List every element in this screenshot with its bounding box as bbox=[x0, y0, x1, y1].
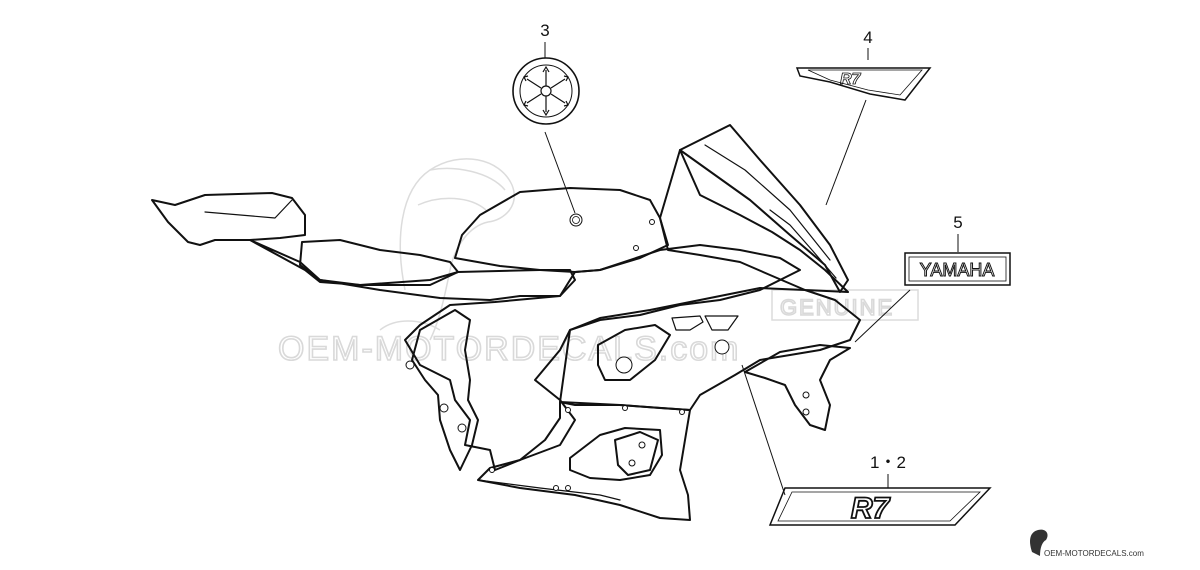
lower-cowl bbox=[477, 401, 691, 521]
yamaha-decal-text: YAMAHA bbox=[920, 260, 995, 280]
windscreen-inner-line bbox=[704, 144, 831, 261]
tank-bolt-hole bbox=[633, 245, 639, 251]
footer-watermark-text: OEM-MOTORDECALS.com bbox=[1044, 549, 1144, 558]
r7-side-decal-outer bbox=[768, 487, 992, 526]
emblem-outer-ring bbox=[512, 57, 580, 125]
leader-4 bbox=[825, 99, 867, 206]
motorcycle-fairing-outline bbox=[151, 124, 861, 521]
upper-front-cowl bbox=[659, 149, 849, 293]
callout-5: 5 bbox=[953, 213, 962, 232]
leader-lines bbox=[544, 99, 911, 496]
callout-1-2: 1・2 bbox=[870, 453, 906, 472]
part-1-2-r7-side-decal: 1・2 R7 bbox=[768, 453, 992, 526]
lower-fastener bbox=[565, 407, 571, 413]
tail-detail-line bbox=[204, 199, 293, 219]
r7-top-decal-outline bbox=[795, 67, 932, 101]
part-5-yamaha-decal: 5 YAMAHA bbox=[904, 213, 1011, 286]
rear-side-cover bbox=[411, 309, 479, 471]
yamaha-decal-outer bbox=[904, 252, 1011, 286]
lower-fastener bbox=[489, 467, 495, 473]
vent-fastener bbox=[615, 356, 633, 374]
leader-3 bbox=[544, 131, 576, 214]
rear-tail-cowl bbox=[151, 192, 306, 246]
tuning-fork-icon bbox=[523, 65, 569, 117]
callout-3: 3 bbox=[540, 21, 549, 40]
tank-bolt-hole bbox=[649, 219, 655, 225]
side-cover-fastener bbox=[405, 360, 415, 370]
vent-fastener bbox=[638, 441, 646, 449]
lower-vent-insert bbox=[614, 431, 659, 476]
part-4-r7-top-decal: 4 R7 bbox=[795, 28, 932, 101]
r7-side-decal-text: R7 bbox=[851, 492, 891, 525]
r7-side-decal-inner bbox=[777, 491, 981, 522]
side-vent-upper bbox=[597, 324, 671, 381]
headlight-edge bbox=[769, 209, 837, 279]
windscreen bbox=[679, 124, 849, 293]
watermark-helmet-logo bbox=[379, 158, 515, 341]
callout-4: 4 bbox=[863, 28, 872, 47]
lower-cowl-seam bbox=[477, 479, 621, 501]
leader-1-2 bbox=[741, 364, 786, 496]
fuel-tank bbox=[454, 187, 669, 273]
side-cover-fastener bbox=[439, 403, 449, 413]
vent-fastener bbox=[628, 459, 636, 467]
r7-top-decal-text: R7 bbox=[840, 71, 862, 88]
winglet-fastener bbox=[802, 391, 810, 399]
yamaha-decal-inner bbox=[908, 256, 1007, 282]
side-r7-logo bbox=[671, 315, 739, 331]
front-winglet bbox=[744, 344, 851, 431]
tank-tuning-fork-emblem bbox=[569, 213, 583, 227]
winglet-fastener bbox=[802, 408, 810, 416]
footer-watermark: OEM-MOTORDECALS.com bbox=[1030, 529, 1144, 558]
lower-fastener bbox=[565, 485, 571, 491]
seat-side-panel bbox=[249, 239, 576, 301]
lower-fastener bbox=[622, 405, 628, 411]
part-3-emblem: 3 bbox=[512, 21, 580, 125]
side-cover-fastener bbox=[457, 423, 467, 433]
lower-fastener bbox=[553, 485, 559, 491]
lower-cowl-vent bbox=[569, 427, 663, 481]
fairing-fastener bbox=[714, 339, 730, 355]
watermark-main-text: OEM-MOTORDECALS.com bbox=[278, 330, 740, 368]
footer-helmet-icon bbox=[1030, 529, 1048, 556]
leader-5 bbox=[854, 289, 911, 343]
lower-fastener bbox=[679, 409, 685, 415]
watermark-badge-text: GENUINE bbox=[780, 295, 894, 320]
emblem-inner-ring bbox=[519, 64, 573, 118]
seat bbox=[299, 239, 459, 286]
r7-top-decal-inner bbox=[807, 69, 923, 96]
